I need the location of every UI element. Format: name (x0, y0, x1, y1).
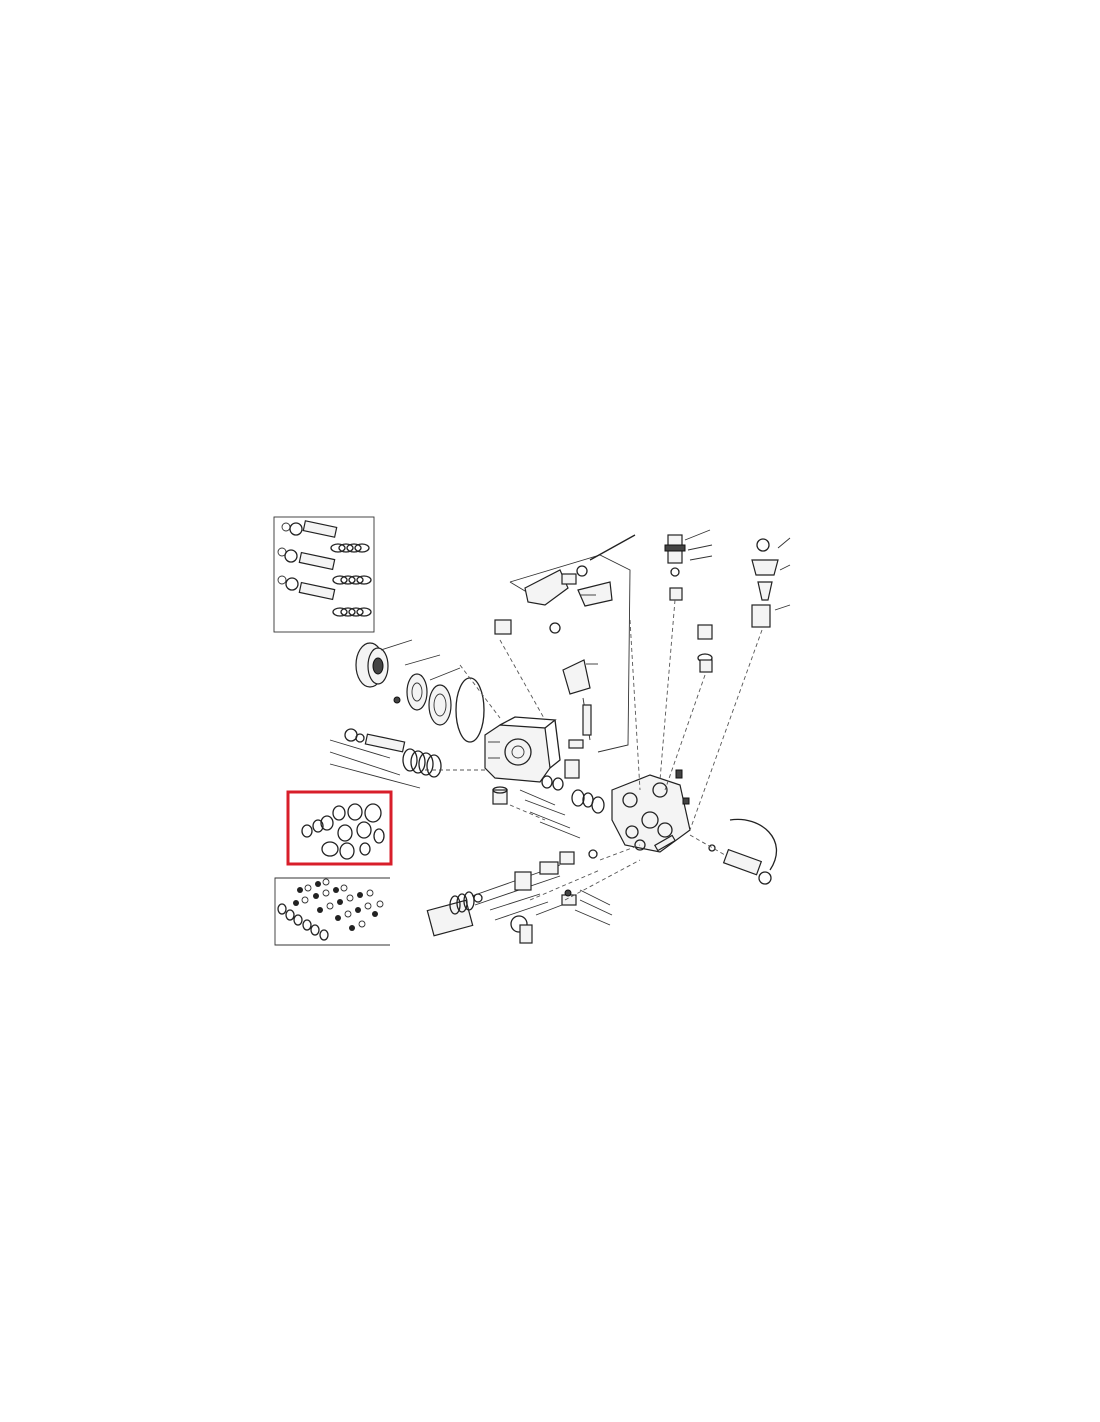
drive-pulley-group (355, 639, 485, 743)
large-oring (455, 677, 485, 743)
assembly-guide-lines (425, 599, 763, 901)
outlet-fittings (664, 529, 791, 673)
plunger-row-3 (277, 575, 372, 617)
pump-manifold (611, 769, 691, 853)
plunger-assembly (329, 728, 442, 789)
seal-kit-highlight-frame (286, 790, 393, 866)
chemical-injector (708, 818, 777, 885)
unloader-assembly (494, 534, 636, 753)
plunger-kit-inset (273, 516, 375, 633)
valve-kit-inset (274, 877, 390, 946)
seal-kit-inset (286, 790, 393, 866)
plunger-kit-frame (273, 516, 375, 633)
oil-plug (492, 786, 508, 805)
connecting-ring-set (519, 759, 605, 839)
seal-kit-rings (301, 803, 385, 860)
plunger-row-1 (281, 520, 370, 553)
valve-kit-orings (277, 903, 329, 941)
valve-kit-valves (293, 878, 384, 931)
crankcase (484, 716, 561, 783)
plunger-row-2 (277, 547, 372, 585)
valve-kit-frame (274, 877, 390, 946)
valve-string (426, 834, 676, 944)
